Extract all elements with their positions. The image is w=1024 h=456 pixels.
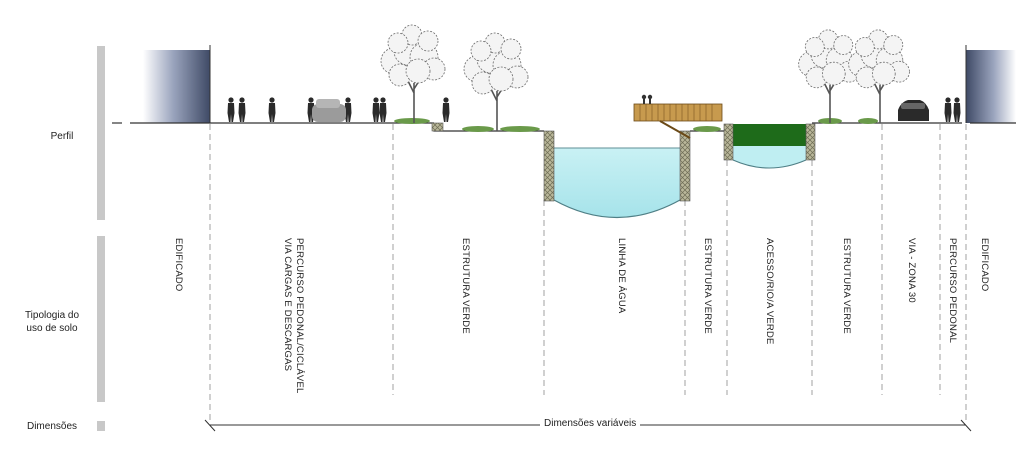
- dimension-label: Dimensões variáveis: [540, 418, 641, 429]
- zone-label-percurso-ciclavel: PERCURSO PEDONAL/CICLÁVEL VIA CARGAS E D…: [282, 238, 305, 394]
- tree-icon: [848, 29, 910, 123]
- building-right: [966, 50, 1016, 123]
- profile-row-bar: [97, 46, 105, 220]
- water-channel: [543, 130, 691, 219]
- tree-icon: [380, 24, 446, 123]
- wooden-deck: [633, 94, 723, 139]
- zone-label-via-zona-30: VIA - ZONA 30: [906, 238, 917, 303]
- green-roof: [733, 124, 806, 146]
- zone-label-estrutura-verde-2: ESTRUTURA VERDE: [702, 238, 713, 334]
- car-left: [312, 99, 346, 122]
- land-use-row-bar: [97, 236, 105, 402]
- zone-label-linha-de-agua: LINHA DE ÁGUA: [616, 238, 627, 314]
- zone-divider-lines: [209, 124, 967, 420]
- zone-label-acesso-rio: ACESSO/RIO/A VERDE: [764, 238, 775, 345]
- person-icon: [344, 97, 352, 122]
- person-icon: [227, 97, 235, 122]
- gabion-wall-b: [805, 123, 816, 161]
- zone-label-edificado-right: EDIFICADO: [979, 238, 990, 292]
- pedestrians: [227, 97, 961, 122]
- trees: [380, 24, 910, 131]
- gabion-wall-a: [723, 123, 734, 161]
- ground-line: [112, 122, 1016, 132]
- gabion-wall-right: [679, 130, 691, 202]
- person-icon: [268, 97, 276, 122]
- dimensions-row-bar: [97, 421, 105, 431]
- person-icon: [379, 97, 387, 122]
- person-icon: [238, 97, 246, 122]
- gabion-small: [431, 122, 444, 132]
- row-label-dimensions: Dimensões: [26, 421, 78, 432]
- car-right: [898, 100, 929, 121]
- person-icon: [944, 97, 952, 122]
- person-icon: [372, 97, 380, 122]
- person-icon: [442, 97, 450, 122]
- zone-label-percurso-pedonal: PERCURSO PEDONAL: [947, 238, 958, 344]
- tree-icon: [798, 29, 860, 123]
- zone-label-edificado-left: EDIFICADO: [173, 238, 184, 292]
- gabion-wall-left: [543, 130, 555, 202]
- row-label-profile: Perfil: [50, 131, 74, 142]
- tree-icon: [463, 32, 529, 131]
- zone-label-estrutura-verde-3: ESTRUTURA VERDE: [841, 238, 852, 334]
- row-label-land-use: Tipologia do uso de solo: [24, 310, 80, 334]
- green-channel: [723, 123, 816, 169]
- building-left: [143, 50, 210, 123]
- person-icon: [953, 97, 961, 122]
- zone-label-estrutura-verde-1: ESTRUTURA VERDE: [460, 238, 471, 334]
